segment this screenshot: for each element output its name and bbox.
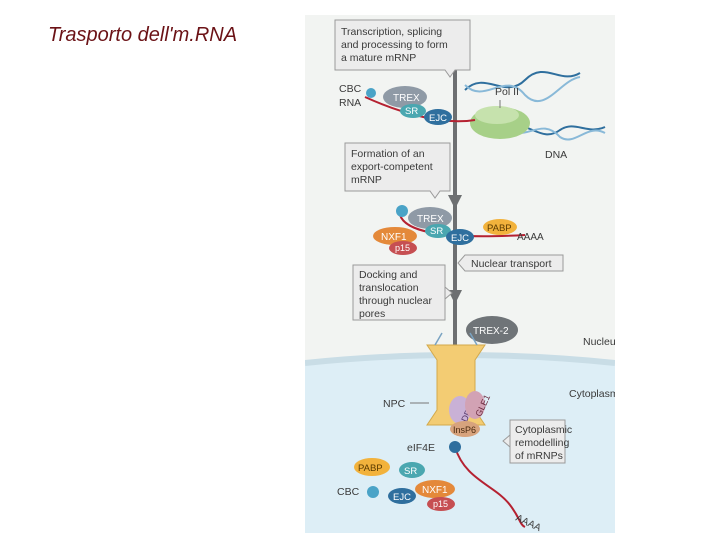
arrowhead-1 <box>448 195 462 209</box>
nxf1-mid-label: NXF1 <box>381 232 407 243</box>
callout-export-competent-text: Formation of an export-competent mRNP <box>351 148 436 186</box>
slide-title: Trasporto dell'm.RNA <box>48 24 238 46</box>
dna-label: DNA <box>545 149 567 161</box>
trex2-label: TREX-2 <box>473 326 509 337</box>
polya-mid: AAAA <box>517 232 544 243</box>
exported-rna-line <box>454 446 526 528</box>
ejc-top-label: EJC <box>429 113 447 124</box>
gle1-shape <box>465 391 485 419</box>
callout-remodelling <box>502 419 566 464</box>
cytoplasm-label: Cytoplasm <box>569 388 615 400</box>
ejc-top <box>424 109 452 125</box>
nxf1-released <box>415 480 455 498</box>
trex2-shape <box>466 316 518 344</box>
rna-label: RNA <box>339 97 361 109</box>
pabp-mid-label: PABP <box>487 223 512 234</box>
insp6-label: InsP6 <box>453 425 476 435</box>
dna-strand-b <box>464 76 581 103</box>
npc-basket-right <box>469 332 478 346</box>
nucleus-label: Nucleus <box>583 336 615 348</box>
pabp-mid <box>483 219 517 235</box>
trex-top-label: TREX <box>393 93 420 104</box>
callout-nuclear-transport <box>457 254 564 272</box>
pol2-label: Pol II <box>495 86 519 98</box>
callout-docking-text: Docking and translocation through nuclea… <box>359 269 435 320</box>
trex-mid <box>408 207 452 229</box>
p15-released <box>427 497 455 511</box>
npc-label: NPC <box>383 398 406 410</box>
sr-top-label: SR <box>405 106 418 117</box>
pabp-released-label: PABP <box>358 463 383 474</box>
p15-released-label: p15 <box>433 499 448 509</box>
callout-export-competent <box>344 142 451 199</box>
nxf1-mid <box>373 227 417 245</box>
npc-basket-left <box>434 332 443 346</box>
trex-mid-label: TREX <box>417 214 444 225</box>
p15-mid <box>389 241 417 255</box>
ejc-released-label: EJC <box>393 492 411 503</box>
cbc-released <box>367 486 379 498</box>
dna-strand-a <box>464 70 581 91</box>
callout-transcription <box>334 19 471 78</box>
sr-mid <box>425 224 451 238</box>
nxf1-released-label: NXF1 <box>422 485 448 496</box>
ejc-mid-label: EJC <box>451 233 469 244</box>
cbc-cap-mid <box>396 205 408 217</box>
sr-released <box>399 462 425 478</box>
insp6-shape <box>450 421 480 437</box>
eif4e-cap <box>449 441 461 453</box>
cbc-label-bottom: CBC <box>337 486 360 498</box>
callout-nuclear-transport-text: Nuclear transport <box>471 258 552 270</box>
pol2-top <box>475 106 519 124</box>
cbc-label-top: CBC <box>339 83 362 95</box>
trex-top <box>383 86 427 108</box>
p15-mid-label: p15 <box>395 243 410 253</box>
callout-transcription-text: Transcription, splicing and processing t… <box>341 26 451 64</box>
ejc-mid <box>446 229 474 245</box>
sr-mid-label: SR <box>430 226 443 237</box>
nascent-rna-line <box>364 96 476 123</box>
eif4e-label: eIF4E <box>407 442 435 454</box>
sr-top <box>400 104 426 118</box>
callout-remodelling-text: Cytoplasmic remodelling of mRNPs <box>515 424 575 462</box>
sr-released-label: SR <box>404 466 417 477</box>
ejc-released <box>388 488 416 504</box>
mrna-export-diagram: Transcription, splicing and processing t… <box>305 15 615 533</box>
cbc-cap-top <box>366 88 376 98</box>
pabp-released <box>354 458 390 476</box>
callout-docking <box>352 264 453 321</box>
